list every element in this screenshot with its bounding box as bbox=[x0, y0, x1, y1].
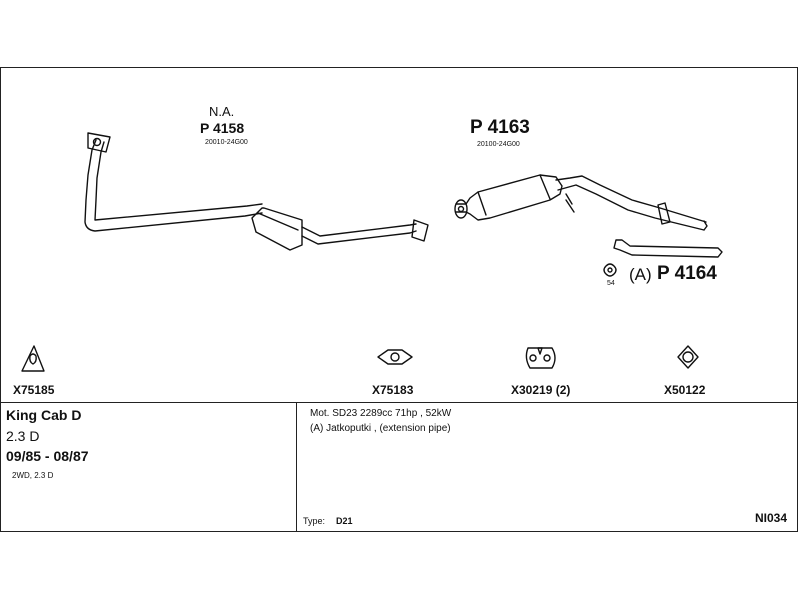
front-pipe-code: P 4158 bbox=[200, 120, 245, 136]
type-value: D21 bbox=[336, 516, 353, 526]
rear-muffler-oem: 20100-24G00 bbox=[477, 141, 520, 148]
hanger-count-icon bbox=[603, 263, 617, 277]
diagram-frame bbox=[0, 67, 798, 532]
motor-spec: Mot. SD23 2289cc 71hp , 52kW bbox=[310, 408, 452, 419]
divider-horizontal bbox=[0, 402, 798, 403]
accessory-code: X75183 bbox=[372, 383, 414, 397]
accessory-code: X75185 bbox=[13, 383, 55, 397]
front-pipe-icon bbox=[84, 132, 429, 251]
divider-vertical bbox=[296, 402, 297, 532]
extension-prefix: (A) bbox=[629, 265, 652, 284]
vehicle-years: 09/85 - 08/87 bbox=[6, 448, 89, 464]
front-pipe-note: N.A. bbox=[209, 104, 235, 119]
rear-muffler-code: P 4163 bbox=[470, 117, 530, 138]
ring-gasket-icon bbox=[677, 345, 699, 369]
vehicle-engine: 2.3 D bbox=[6, 428, 40, 444]
front-pipe-oem: 20010-24G00 bbox=[205, 139, 248, 146]
extension-pipe-icon bbox=[613, 239, 723, 258]
rubber-hanger-icon bbox=[525, 347, 556, 369]
extension-note: (A) Jatkoputki , (extension pipe) bbox=[310, 423, 451, 434]
extension-code: P 4164 bbox=[657, 263, 717, 284]
vehicle-spec: 2WD, 2.3 D bbox=[12, 471, 54, 480]
hanger-count: 54 bbox=[607, 280, 615, 287]
accessory-code: X30219 (2) bbox=[511, 383, 571, 397]
accessory-code: X50122 bbox=[664, 383, 706, 397]
triangle-gasket-icon bbox=[21, 345, 45, 372]
vehicle-model: King Cab D bbox=[6, 407, 82, 423]
rear-muffler-icon bbox=[454, 174, 708, 231]
type-label: Type: bbox=[303, 516, 326, 526]
catalog-code: NI034 bbox=[755, 511, 788, 525]
oval-gasket-icon bbox=[377, 349, 413, 365]
